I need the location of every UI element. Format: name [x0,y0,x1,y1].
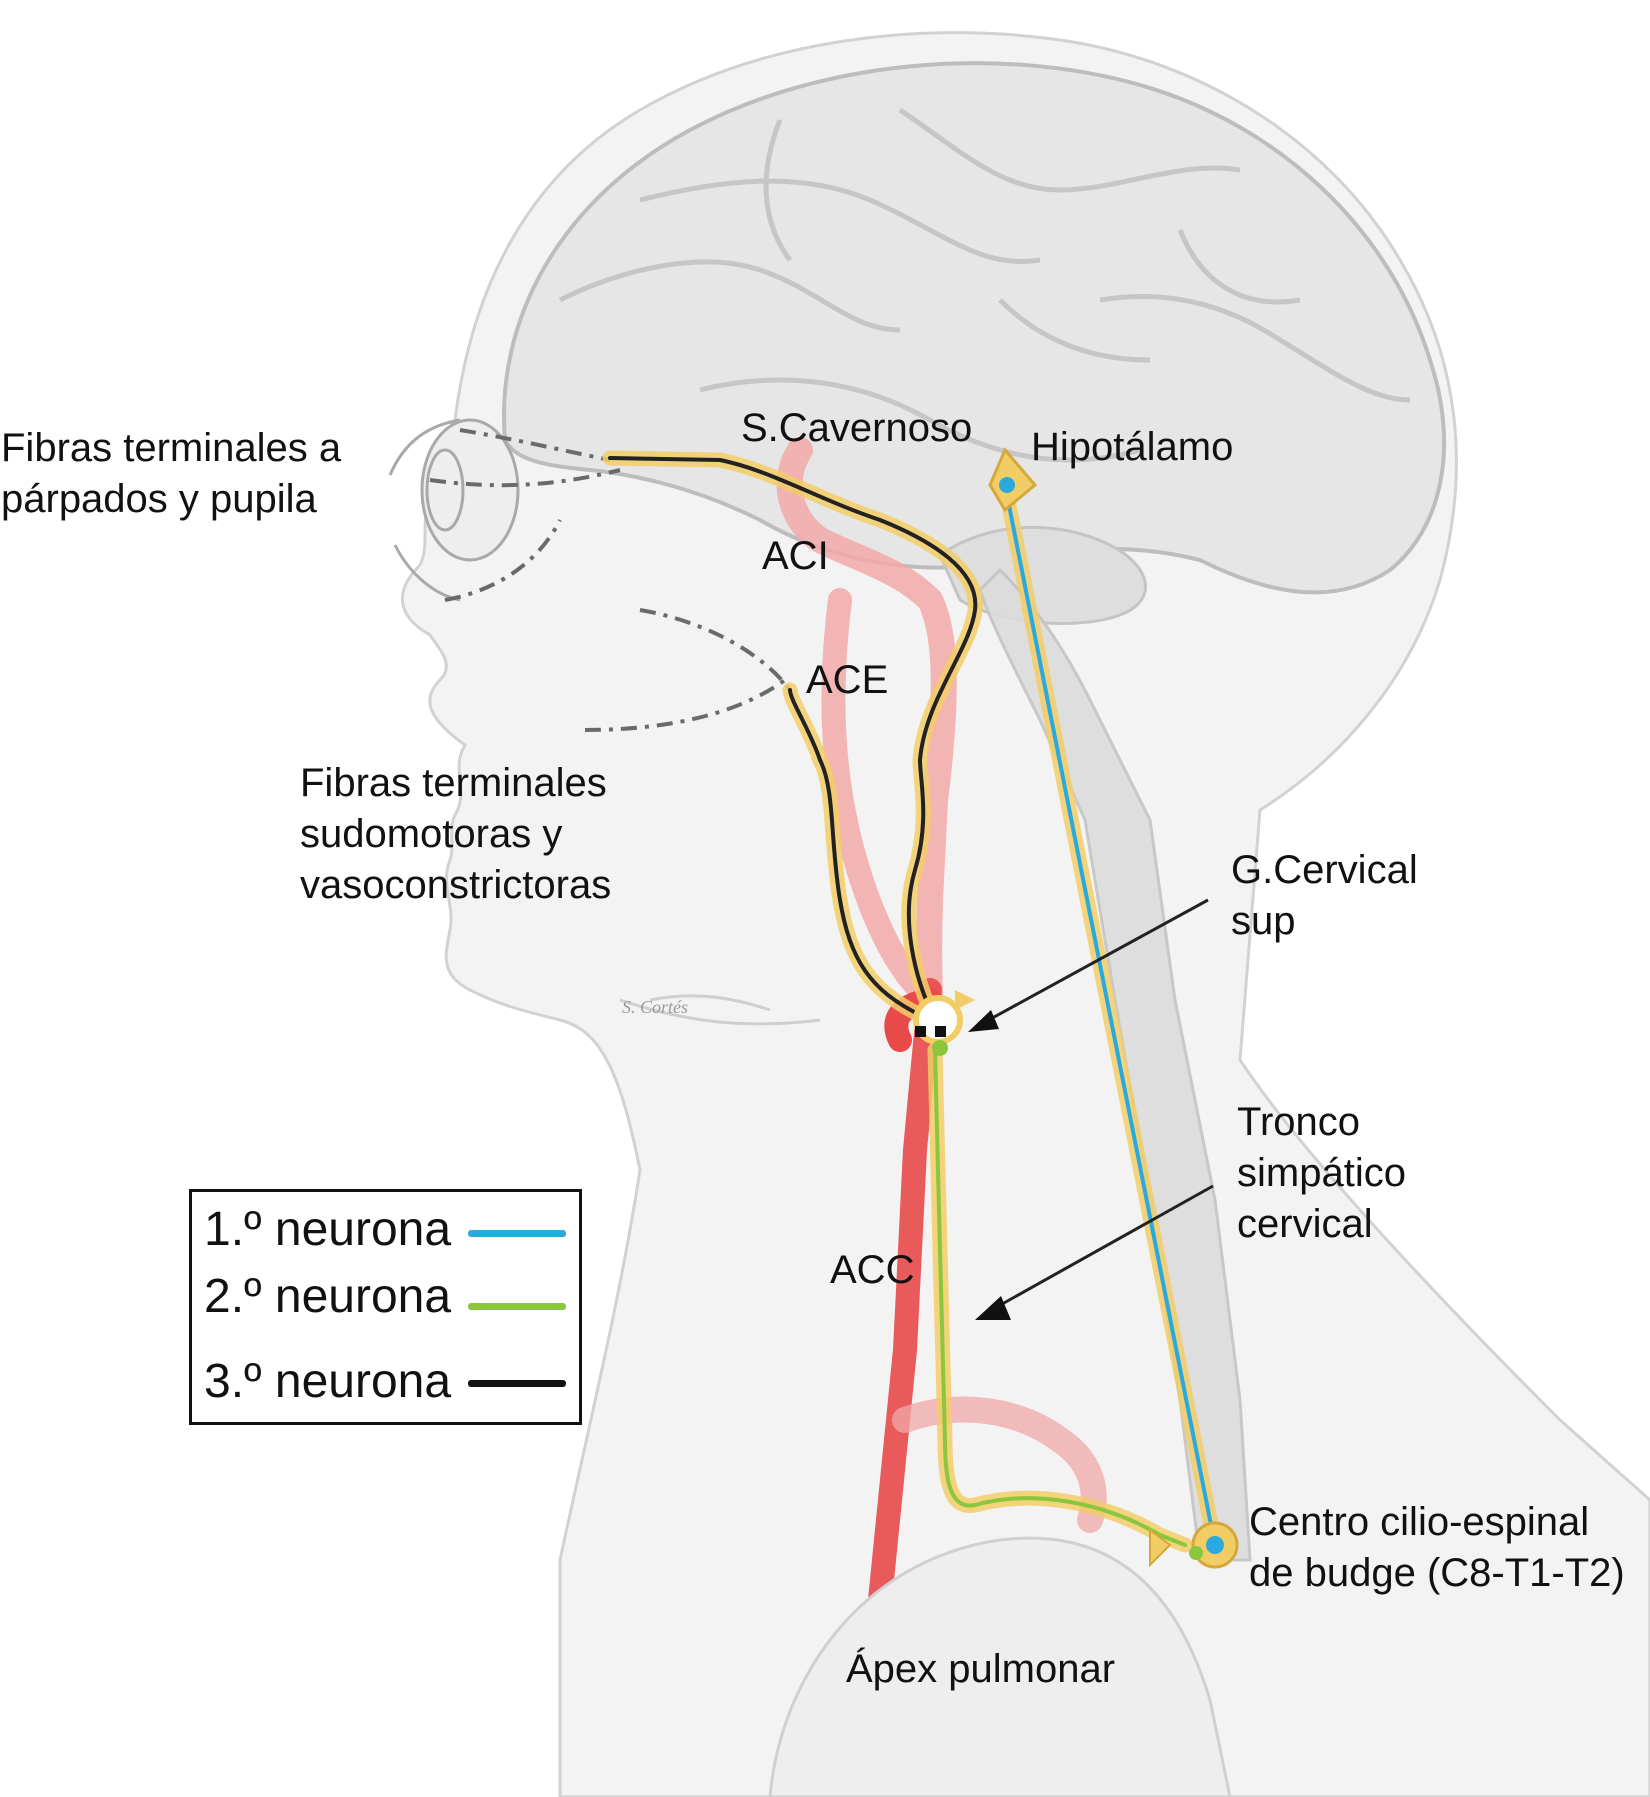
label-g-cervical-line1: G.Cervical [1231,848,1418,892]
label-g-cervical-line2: sup [1231,899,1296,943]
lung-apex [768,1536,1232,1797]
first-neuron-path [997,477,1223,1553]
label-s-cavernoso: S.Cavernoso [741,406,973,450]
label-hipotalamo: Hipotálamo [1031,425,1234,469]
label-fibras-parpados-line1: Fibras terminales a [1,426,342,470]
arrow-g-cervical [968,898,1209,1032]
legend-label-second-neuron: 2.º neurona [204,1270,452,1323]
arrow-tronco-simpatico [975,1184,1214,1320]
legend-label-third-neuron: 3.º neurona [204,1355,452,1408]
signature: S. Cortés [622,997,688,1017]
label-centro-line2: de budge (C8-T1-T2) [1249,1551,1625,1595]
legend-swatch-third-neuron [468,1380,566,1387]
jaw-outline [619,994,821,1026]
second-neuron-path [927,1042,1193,1553]
label-acc: ACC [830,1248,915,1292]
orbital-dashed-lines [429,428,792,732]
label-fibras-sudomotoras-line3: vasoconstrictoras [300,863,612,907]
legend-swatch-first-neuron [468,1230,566,1237]
label-apex-pulmonar: Ápex pulmonar [846,1647,1116,1691]
label-tronco-simpatico: Tronco simpático cervical [1237,1097,1406,1250]
superior-cervical-ganglion-node [913,990,975,1056]
label-ace: ACE [806,658,889,702]
label-tronco-line1: Tronco [1237,1100,1361,1144]
legend-swatch-second-neuron [468,1303,566,1310]
ciliospinal-center-node [1149,1521,1239,1569]
label-tronco-line2: simpático [1237,1151,1406,1195]
label-fibras-sudomotoras-line1: Fibras terminales [300,761,607,805]
label-fibras-parpados: Fibras terminales a párpados y pupila [1,423,341,525]
label-g-cervical: G.Cervical sup [1231,845,1418,947]
legend-label-first-neuron: 1.º neurona [204,1203,452,1256]
hypothalamus-node [988,447,1038,513]
carotid-arteries [776,437,1107,1612]
label-fibras-sudomotoras-line2: sudomotoras y [300,812,563,856]
third-neuron-path [602,450,983,1028]
label-fibras-parpados-line2: párpados y pupila [1,477,317,521]
label-aci: ACI [762,534,829,578]
label-tronco-line3: cervical [1237,1202,1373,1246]
legend: 1.º neurona 2.º neurona 3.º neurona [189,1189,582,1425]
label-fibras-sudomotoras: Fibras terminales sudomotoras y vasocons… [300,758,611,911]
label-centro-cilio-espinal: Centro cilio-espinal de budge (C8-T1-T2) [1249,1497,1625,1599]
label-centro-line1: Centro cilio-espinal [1249,1500,1590,1544]
